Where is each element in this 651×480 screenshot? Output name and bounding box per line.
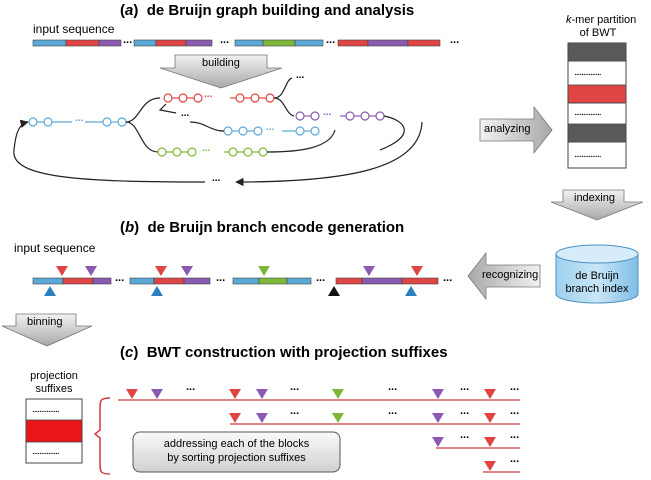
input-sequence-b-bars [32, 266, 439, 296]
suffix-ellipsis-1e: ... [510, 381, 520, 393]
branch-index-cylinder [555, 244, 639, 304]
kmer-dots-1: ............... [574, 67, 602, 78]
binning-label: binning [27, 316, 63, 328]
projection-suffix-box [25, 398, 83, 464]
ellipsis-a-4: ... [450, 34, 460, 46]
graph-ellipsis-mid: ... [181, 108, 190, 119]
ellipsis-b-2: ... [216, 272, 226, 284]
section-b-letter: b [125, 219, 135, 236]
graph-ellipsis-loop: ... [212, 173, 221, 184]
analyzing-arrow [479, 105, 553, 155]
input-sequence-a-bars [32, 39, 441, 47]
kmer-dots-3: ............... [574, 149, 602, 160]
recognizing-arrow [467, 251, 541, 301]
section-c-letter: c [125, 344, 134, 361]
input-sequence-b-label: input sequence [14, 241, 96, 255]
kmer-partition-title: k-mer partition [566, 14, 636, 26]
suffix-ellipsis-1b: ... [290, 381, 300, 393]
input-sequence-a-label: input sequence [33, 22, 115, 36]
ellipsis-b-1: ... [115, 272, 125, 284]
kmer-partition-title-line2: of BWT [579, 27, 617, 39]
binning-arrow [1, 313, 93, 347]
projection-dots-1: ............... [32, 404, 60, 415]
suffix-ellipsis-2c: ... [460, 405, 470, 417]
graph-ellipsis-blue-mid: ... [266, 122, 275, 133]
section-c-title: BWT construction with projection suffixe… [146, 344, 448, 361]
graph-ellipsis-red: ... [204, 89, 213, 100]
kmer-k: k [566, 14, 572, 26]
indexing-arrow [550, 189, 644, 221]
suffix-ellipsis-1a: ... [186, 381, 196, 393]
graph-ellipsis-purple: ... [323, 107, 332, 118]
addressing-box [132, 431, 341, 473]
section-a-heading: (a) de Bruijn graph building and analysi… [120, 2, 415, 19]
suffix-ellipsis-2b: ... [388, 405, 398, 417]
graph-ellipsis-green: ... [202, 143, 211, 154]
kmer-dots-2: ............... [574, 107, 602, 118]
section-b-title: de Bruijn branch encode generation [147, 219, 405, 236]
projection-label-2: suffixes [35, 383, 73, 395]
projection-bracket [93, 397, 111, 475]
building-arrow [159, 54, 283, 89]
kmer-rest: -mer partition [571, 14, 637, 26]
ellipsis-b-4: ... [443, 272, 453, 284]
suffix-ellipsis-2a: ... [290, 405, 300, 417]
de-bruijn-graph [13, 77, 423, 187]
branch-index-label-2: branch index [565, 283, 629, 295]
indexing-label: indexing [574, 192, 615, 204]
section-a-letter: a [125, 2, 134, 19]
ellipsis-a-2: ... [220, 34, 230, 46]
ellipsis-b-3: ... [316, 272, 326, 284]
kmer-partition-column [567, 42, 627, 169]
ellipsis-a-3: ... [326, 34, 336, 46]
section-a-title: de Bruijn graph building and analysis [146, 2, 415, 19]
analyzing-label: analyzing [484, 123, 531, 135]
suffix-ellipsis-3a: ... [460, 429, 470, 441]
projection-suffix-rows [118, 389, 520, 473]
branch-index-label-1: de Bruijn [575, 270, 619, 282]
addressing-text-1: addressing each of the blocks [163, 438, 310, 450]
section-b-heading: (b) de Bruijn branch encode generation [120, 219, 405, 236]
graph-ellipsis-blue: ... [75, 113, 84, 124]
section-c-heading: (c) BWT construction with projection suf… [120, 344, 448, 361]
projection-dots-2: ............... [32, 446, 60, 457]
projection-label-1: projection [30, 370, 78, 382]
suffix-ellipsis-3b: ... [510, 429, 520, 441]
ellipsis-a-1: ... [123, 34, 133, 46]
addressing-text-2: by sorting projection suffixes [167, 452, 306, 464]
suffix-ellipsis-1d: ... [460, 381, 470, 393]
recognizing-label: recognizing [482, 269, 539, 281]
suffix-ellipsis-1c: ... [388, 381, 398, 393]
graph-ellipsis-top: ... [296, 70, 305, 81]
suffix-ellipsis-2d: ... [510, 405, 520, 417]
building-label: building [202, 57, 240, 69]
suffix-ellipsis-4: ... [510, 453, 520, 465]
